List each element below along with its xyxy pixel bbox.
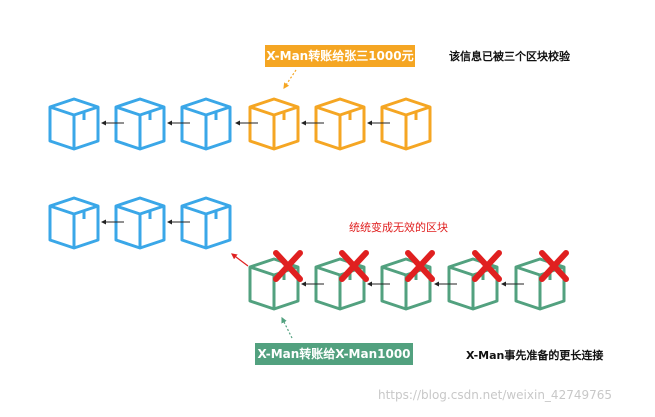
block-blue [48,196,100,250]
block-orange [314,97,366,151]
note-verified: 该信息已被三个区块校验 [449,50,570,63]
note-invalid: 统统变成无效的区块 [349,221,448,234]
block-blue [48,97,100,151]
watermark: https://blog.csdn.net/weixin_42749765 [378,388,613,402]
fork-arrow [231,253,249,267]
transfer-label-green: X-Man转账给X-Man1000元 [255,343,413,383]
transfer-label-orange: X-Man转账给张三1000元 [265,45,415,67]
label-pointer-orange [283,69,297,89]
bottom-chain [248,253,566,339]
block-orange [248,97,300,151]
block-blue [114,196,166,250]
block-blue [180,97,232,151]
block-blue [114,97,166,151]
block-blue [180,196,232,250]
top-chain [48,69,432,151]
block-orange [380,97,432,151]
label-pointer-green [281,316,293,339]
note-longer-chain: X-Man事先准备的更长连接 [466,349,604,362]
middle-chain [48,196,232,250]
